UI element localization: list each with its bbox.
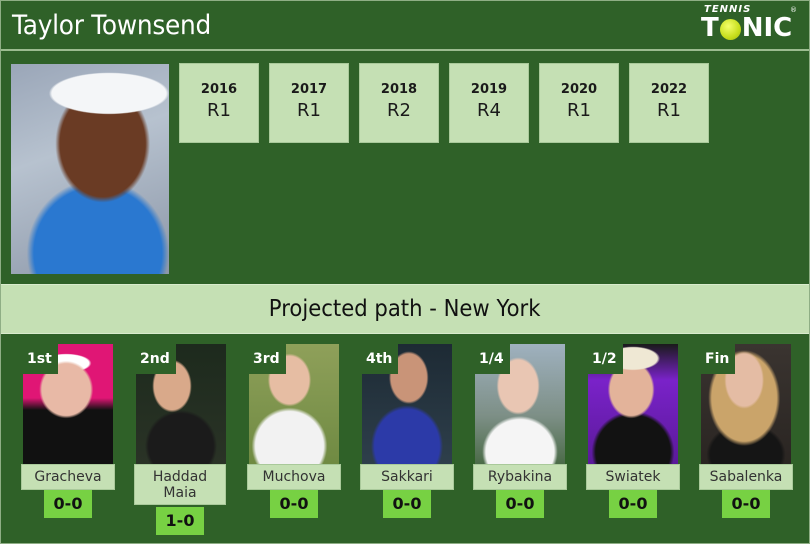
opponent-card-4: 4th Sakkari 0-0 [360, 344, 456, 534]
registered-mark: ® [790, 6, 797, 14]
h2h-score: 0-0 [722, 490, 770, 518]
opponent-card-3: 3rd Muchova 0-0 [247, 344, 343, 534]
round-label: 4th [360, 344, 399, 374]
history-year: 2017 [290, 82, 328, 97]
history-year: 2020 [560, 82, 598, 97]
history-year: 2022 [650, 82, 688, 97]
h2h-score: 0-0 [270, 490, 318, 518]
history-2017: 2017 R1 [269, 63, 349, 143]
history-2022: 2022 R1 [629, 63, 709, 143]
logo-tonic-text: T NIC [701, 13, 792, 43]
h2h-score: 0-0 [609, 490, 657, 518]
logo-tennis-text: TENNIS [704, 4, 752, 15]
player-name-title: Taylor Townsend [12, 10, 212, 41]
logo-letters-nic: NIC [741, 13, 793, 43]
round-label: 3rd [247, 344, 286, 374]
history-year: 2016 [200, 82, 238, 97]
h2h-score: 0-0 [496, 490, 544, 518]
opponent-card-7: Fin Sabalenka 0-0 [699, 344, 795, 534]
projected-path-title: Projected path - New York [269, 296, 541, 322]
h2h-score: 0-0 [44, 490, 92, 518]
history-2018: 2018 R2 [359, 63, 439, 143]
opponent-name: Haddad Maia [134, 464, 226, 505]
history-result: R1 [567, 100, 591, 121]
h2h-score: 1-0 [156, 507, 204, 535]
history-year: 2019 [470, 82, 508, 97]
opponent-card-2: 2nd Haddad Maia 1-0 [134, 344, 230, 535]
h2h-score: 0-0 [383, 490, 431, 518]
opponent-name: Gracheva [21, 464, 115, 490]
logo-letter-t: T [701, 13, 719, 43]
title-bar: Taylor Townsend TENNIS T NIC ® [1, 1, 809, 51]
round-label: Fin [699, 344, 736, 374]
opponent-name: Muchova [247, 464, 341, 490]
opponent-name: Sakkari [360, 464, 454, 490]
opponent-name: Sabalenka [699, 464, 793, 490]
round-label: 1st [21, 344, 58, 374]
history-result: R4 [477, 100, 501, 121]
history-result: R2 [387, 100, 411, 121]
history-2020: 2020 R1 [539, 63, 619, 143]
tennis-tonic-logo: TENNIS T NIC ® [699, 4, 799, 46]
player-photo [11, 64, 169, 274]
history-result: R1 [657, 100, 681, 121]
round-label: 1/4 [473, 344, 510, 374]
history-result: R1 [297, 100, 321, 121]
history-result: R1 [207, 100, 231, 121]
opponent-card-6: 1/2 Swiatek 0-0 [586, 344, 682, 534]
history-2016: 2016 R1 [179, 63, 259, 143]
opponent-name: Swiatek [586, 464, 680, 490]
opponent-card-5: 1/4 Rybakina 0-0 [473, 344, 569, 534]
projected-path-heading: Projected path - New York [1, 284, 809, 334]
opponent-card-1: 1st Gracheva 0-0 [21, 344, 117, 534]
round-label: 1/2 [586, 344, 623, 374]
round-label: 2nd [134, 344, 176, 374]
history-year: 2018 [380, 82, 418, 97]
tennis-ball-icon [719, 18, 741, 40]
opponent-name: Rybakina [473, 464, 567, 490]
history-2019: 2019 R4 [449, 63, 529, 143]
